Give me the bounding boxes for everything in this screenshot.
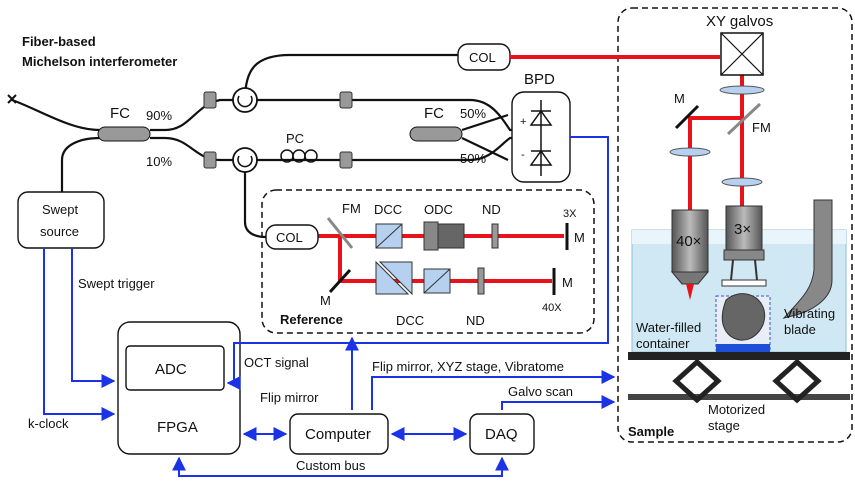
col-top-label: COL (469, 50, 496, 65)
custom-bus-label: Custom bus (296, 458, 366, 473)
scissor-lift-icon (672, 358, 822, 404)
signal-lines (43, 136, 616, 477)
blade-label-2: blade (784, 322, 816, 337)
fiber-end-icon (7, 94, 17, 104)
balanced-photodetector: BPD + - (511, 71, 571, 183)
swept-source-line-1: Swept (42, 202, 79, 217)
fc-right-label: FC (424, 105, 444, 122)
fiber-connectors (203, 91, 353, 169)
sample-label: Sample (628, 424, 674, 439)
flip-mirror-sample (726, 102, 762, 136)
nd-filter-top (491, 223, 499, 249)
fc-left-label: FC (110, 105, 130, 122)
ratio-50-top: 50% (460, 106, 486, 121)
fiber-network (11, 53, 530, 239)
title-line-1: Fiber-based (22, 34, 96, 49)
obj-40x-label: 40× (676, 233, 701, 250)
dcc-top-label: DCC (374, 202, 402, 217)
nd-filter-bottom (477, 267, 485, 295)
stage-plate (628, 352, 850, 360)
objective-3x (721, 205, 767, 287)
tissue-sample-icon (721, 293, 766, 341)
circulator-bottom-icon (232, 147, 258, 173)
dcc-bottom-prisms (375, 260, 451, 296)
oct-signal-label: OCT signal (244, 355, 309, 370)
vibrating-blade-icon (782, 199, 833, 319)
daq-box (469, 413, 535, 455)
mirror-turn (328, 268, 352, 294)
fm-ref-label: FM (342, 201, 361, 216)
daq-label: DAQ (485, 426, 518, 443)
swept-source-line-2: source (40, 224, 79, 239)
adc-label: ADC (155, 361, 187, 378)
tube-lens-left-icon (669, 147, 711, 157)
flip-mirror-reference (326, 217, 354, 249)
water-label-2: container (636, 336, 690, 351)
objective-40x (670, 209, 710, 300)
reference-label: Reference (280, 312, 343, 327)
water-label-1: Water-filled (636, 320, 701, 335)
m-turn-label: M (320, 293, 331, 308)
fpga-label: FPGA (157, 419, 198, 436)
motor-label-1: Motorized (708, 402, 765, 417)
tube-lens-right-icon (721, 177, 763, 187)
xy-galvos-icon (720, 32, 764, 76)
adc-box (125, 345, 225, 391)
fiber-coupler-left: FC (97, 105, 151, 142)
bpd-label: BPD (524, 71, 555, 88)
m-40x-label: M (562, 275, 573, 290)
obj-3x-label: 3× (734, 221, 751, 238)
nd-top-label: ND (482, 202, 501, 217)
m-3x-label: M (574, 230, 585, 245)
circulator-top-icon (232, 87, 258, 113)
odc-label: ODC (424, 202, 453, 217)
scan-lens-icon (719, 85, 765, 95)
flip-mirror-label: Flip mirror (260, 390, 319, 405)
ratio-10: 10% (146, 154, 172, 169)
dcc-bottom-label: DCC (396, 313, 424, 328)
blade-label-1: Vibrating (784, 306, 835, 321)
m-3x-tag: 3X (563, 208, 577, 220)
sample-frame (617, 7, 853, 443)
computer-label: Computer (305, 426, 371, 443)
m-sample-label: M (674, 91, 685, 106)
ratio-90: 90% (146, 108, 172, 123)
m-40x-tag: 40X (542, 302, 562, 314)
nd-bottom-label: ND (466, 313, 485, 328)
computer-box (289, 413, 389, 455)
mirror-sample (674, 104, 700, 130)
bpd-plus: + (520, 116, 526, 128)
title-line-2: Michelson interferometer (22, 54, 177, 69)
odc-element (423, 221, 465, 251)
k-clock-label: k-clock (28, 416, 69, 431)
xy-galvos-label: XY galvos (706, 13, 773, 30)
polarization-controller-icon (280, 149, 318, 163)
bpd-minus: - (521, 149, 525, 161)
motor-label-2: stage (708, 418, 740, 433)
galvo-scan-label: Galvo scan (508, 384, 573, 399)
swept-trigger-label: Swept trigger (78, 276, 155, 291)
reference-frame (261, 189, 595, 334)
flip-xyz-vib-label: Flip mirror, XYZ stage, Vibratome (372, 359, 564, 374)
fiber-coupler-right: FC (409, 105, 463, 142)
stage-base (628, 394, 850, 400)
collimator-reference (265, 224, 319, 250)
pc-label: PC (286, 131, 304, 146)
fm-sample-label: FM (752, 120, 771, 135)
ratio-50-bottom: 50% (460, 151, 486, 166)
col-ref-label: COL (276, 230, 303, 245)
swept-source-box (17, 191, 105, 249)
